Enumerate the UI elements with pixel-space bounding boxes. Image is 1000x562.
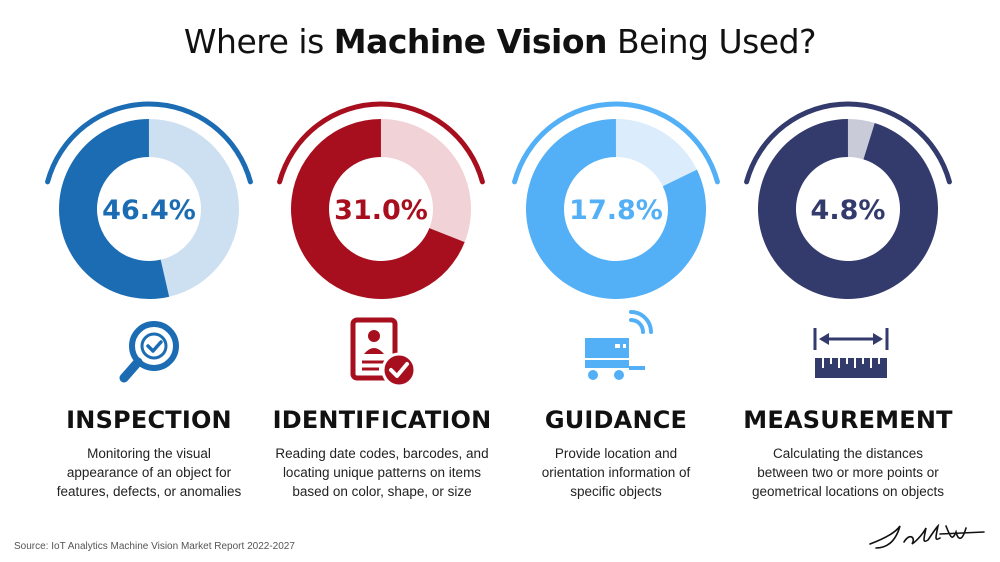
donut-charts: 46.4% 31.0% 17.8% 4.8% bbox=[45, 101, 952, 299]
category-description: Monitoring the visual appearance of an o… bbox=[56, 446, 242, 499]
donut-outer-arc bbox=[277, 101, 485, 185]
card-inspection: INSPECTION Monitoring the visual appeara… bbox=[24, 300, 274, 501]
donut-outer-arc bbox=[512, 101, 720, 185]
category-label: GUIDANCE bbox=[544, 406, 688, 434]
id-badge-check-icon bbox=[337, 300, 427, 400]
robot-cart-wifi-icon bbox=[571, 300, 661, 400]
donut-percent-label: 17.8% bbox=[569, 195, 663, 226]
donut-remainder-slice bbox=[758, 119, 939, 299]
donut-percent-label: 4.8% bbox=[811, 195, 886, 226]
category-description: Reading date codes, barcodes, and locati… bbox=[275, 446, 489, 499]
donut-value-slice bbox=[616, 119, 697, 187]
title-prefix: Where is bbox=[183, 22, 334, 61]
category-label: IDENTIFICATION bbox=[272, 406, 492, 434]
card-guidance: GUIDANCE Provide location and orientatio… bbox=[491, 300, 741, 501]
donut-value-slice bbox=[381, 119, 471, 243]
category-label: INSPECTION bbox=[66, 406, 232, 434]
category-description: Calculating the distances between two or… bbox=[751, 446, 945, 499]
title-emphasis: Machine Vision bbox=[333, 22, 608, 61]
donut-remainder-slice bbox=[525, 119, 707, 299]
donut-remainder-slice bbox=[291, 119, 465, 299]
card-identification: IDENTIFICATION Reading date codes, barco… bbox=[257, 300, 507, 501]
donut-value-slice bbox=[149, 119, 240, 297]
donut-percent-label: 46.4% bbox=[102, 195, 196, 226]
title-suffix: Being Used? bbox=[607, 22, 817, 61]
author-signature bbox=[869, 523, 985, 549]
page-title: Where is Machine Vision Being Used? bbox=[0, 22, 1000, 61]
card-measurement: MEASUREMENT Calculating the distances be… bbox=[723, 300, 973, 501]
ruler-arrow-icon bbox=[803, 300, 893, 400]
category-label: MEASUREMENT bbox=[743, 406, 953, 434]
donut-outer-arc bbox=[45, 101, 253, 185]
donut-percent-label: 31.0% bbox=[334, 195, 428, 226]
source-note: Source: IoT Analytics Machine Vision Mar… bbox=[14, 541, 295, 552]
magnifier-check-icon bbox=[104, 300, 194, 400]
category-description: Provide location and orientation informa… bbox=[541, 446, 691, 499]
donut-remainder-slice bbox=[59, 119, 170, 299]
donut-value-slice bbox=[848, 119, 875, 160]
donut-outer-arc bbox=[744, 101, 952, 185]
